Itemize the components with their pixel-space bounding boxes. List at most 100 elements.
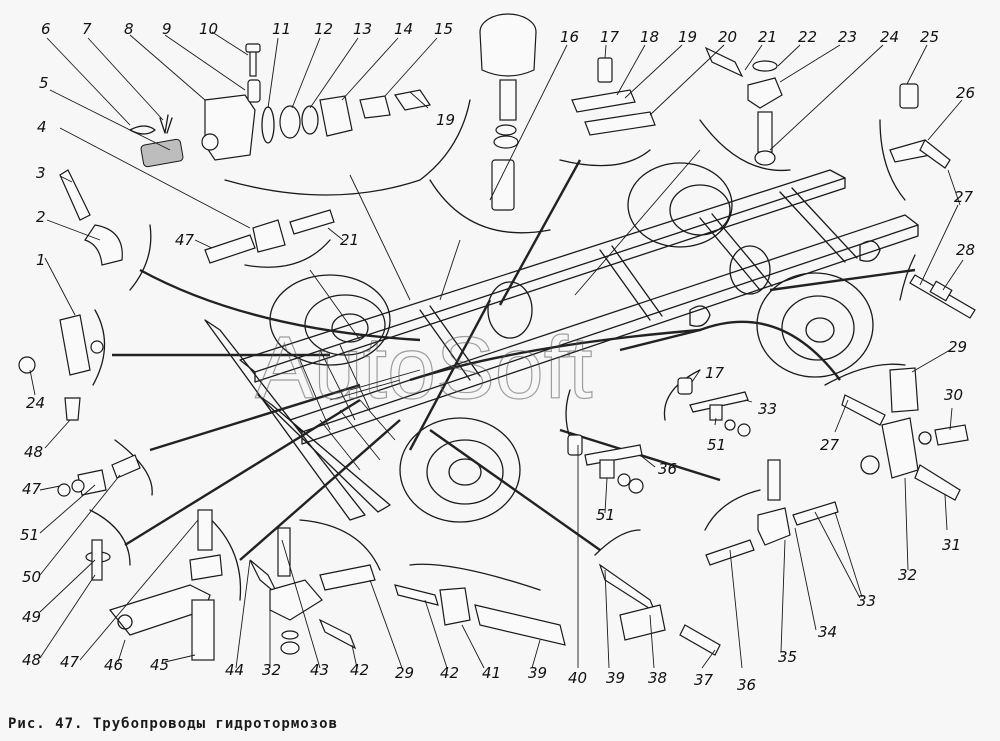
callout-20: 20 xyxy=(718,28,737,46)
wheel-front-left xyxy=(269,274,391,366)
callout-49: 49 xyxy=(22,608,41,626)
fitting-48 xyxy=(64,397,81,421)
fitting-37 xyxy=(679,624,721,656)
bolt-45 xyxy=(191,599,215,661)
bolt-50 xyxy=(111,454,141,479)
callout-44: 44 xyxy=(225,661,244,679)
callout-45: 45 xyxy=(150,656,169,674)
washer-13 xyxy=(301,105,319,135)
callout-5: 5 xyxy=(39,74,49,92)
callout-25: 25 xyxy=(920,28,939,46)
fitting-47c xyxy=(197,509,213,551)
fitting-15 xyxy=(359,95,391,119)
callout-17-right: 17 xyxy=(705,364,725,382)
fitting-31 xyxy=(914,464,961,501)
fitting-47 xyxy=(204,234,256,264)
brake-pipes xyxy=(112,149,916,561)
tube-33 xyxy=(689,391,749,413)
switch-29 xyxy=(889,367,919,413)
callout-24: 24 xyxy=(880,28,899,46)
callout-28: 28 xyxy=(956,241,975,259)
callout-33-bottom: 33 xyxy=(857,592,876,610)
callout-17-top: 17 xyxy=(600,28,620,46)
block-32 xyxy=(269,579,323,621)
callout-29-right: 29 xyxy=(948,338,967,356)
callout-11: 11 xyxy=(272,20,291,38)
washer-22 xyxy=(752,60,778,72)
callout-40: 40 xyxy=(568,669,587,687)
callout-12: 12 xyxy=(314,20,333,38)
callout-46: 46 xyxy=(104,656,123,674)
nut-4 xyxy=(252,219,286,253)
callout-10: 10 xyxy=(199,20,218,38)
clip-7 xyxy=(159,114,173,134)
hose-3 xyxy=(59,169,91,221)
callout-labels: 1 2 3 4 5 6 7 8 9 10 11 12 13 14 15 19 1… xyxy=(20,20,975,694)
callout-9: 9 xyxy=(162,20,172,38)
fitting-27b xyxy=(841,394,886,426)
callout-51-mid: 51 xyxy=(596,506,615,524)
callout-19-top: 19 xyxy=(436,111,455,129)
callout-21-mid: 21 xyxy=(340,231,359,249)
detail-arcs xyxy=(89,99,916,601)
fitting-21b xyxy=(289,209,335,235)
callout-36-mid: 36 xyxy=(658,460,677,478)
callout-43: 43 xyxy=(310,661,329,679)
bolt-30 xyxy=(934,424,969,446)
callout-8: 8 xyxy=(124,20,134,38)
callout-21: 21 xyxy=(758,28,777,46)
callout-4: 4 xyxy=(37,118,47,136)
callout-42-bottom: 42 xyxy=(350,661,369,679)
wheels xyxy=(269,162,874,523)
bracket-41 xyxy=(439,587,471,626)
tube-19 xyxy=(584,111,656,136)
nut-14 xyxy=(319,95,353,137)
wheel-rear-right xyxy=(756,272,874,378)
callout-36-bottom: 36 xyxy=(737,676,756,694)
callout-33-right: 33 xyxy=(758,400,777,418)
callout-30: 30 xyxy=(944,386,963,404)
hose-part-5 xyxy=(140,138,184,168)
callout-35: 35 xyxy=(778,648,797,666)
callout-47-mid: 47 xyxy=(175,231,195,249)
callout-13: 13 xyxy=(353,20,372,38)
bolt-40 xyxy=(567,434,583,456)
callout-24-left: 24 xyxy=(26,394,45,412)
bolt-25 xyxy=(899,83,919,109)
parts xyxy=(18,13,976,661)
callout-41: 41 xyxy=(482,664,501,682)
tube-36 xyxy=(584,444,643,466)
fitting-29 xyxy=(319,564,376,591)
bolt-17 xyxy=(597,57,613,83)
callout-19: 19 xyxy=(678,28,697,46)
callout-15: 15 xyxy=(434,20,453,38)
tee-body-8 xyxy=(204,94,256,161)
callout-1: 1 xyxy=(36,251,46,269)
washer-star xyxy=(860,455,880,475)
fitting-34 xyxy=(767,459,781,501)
callout-32-bottom: 32 xyxy=(262,661,281,679)
callout-32-right: 32 xyxy=(898,566,917,584)
callout-48-bottom: 48 xyxy=(22,651,41,669)
bolt-43 xyxy=(277,527,291,577)
callout-16: 16 xyxy=(560,28,579,46)
elbow-2 xyxy=(84,224,123,266)
bolt-17b xyxy=(677,377,693,395)
callout-37: 37 xyxy=(694,671,714,689)
callout-34: 34 xyxy=(818,623,837,641)
callout-38: 38 xyxy=(648,669,667,687)
figure-caption: Рис. 47. Трубопроводы гидротормозов xyxy=(8,716,339,732)
callout-50: 50 xyxy=(22,568,41,586)
callout-26: 26 xyxy=(956,84,975,102)
bolt-24 xyxy=(757,111,773,153)
fitting-42b xyxy=(394,584,439,606)
callout-2: 2 xyxy=(36,208,46,226)
callout-3: 3 xyxy=(36,164,46,182)
spring-12 xyxy=(279,105,301,139)
callout-51-right: 51 xyxy=(707,436,726,454)
callout-39-b: 39 xyxy=(606,669,625,687)
callout-31: 31 xyxy=(942,536,961,554)
block-35 xyxy=(757,507,791,546)
hose-39b xyxy=(598,563,657,614)
